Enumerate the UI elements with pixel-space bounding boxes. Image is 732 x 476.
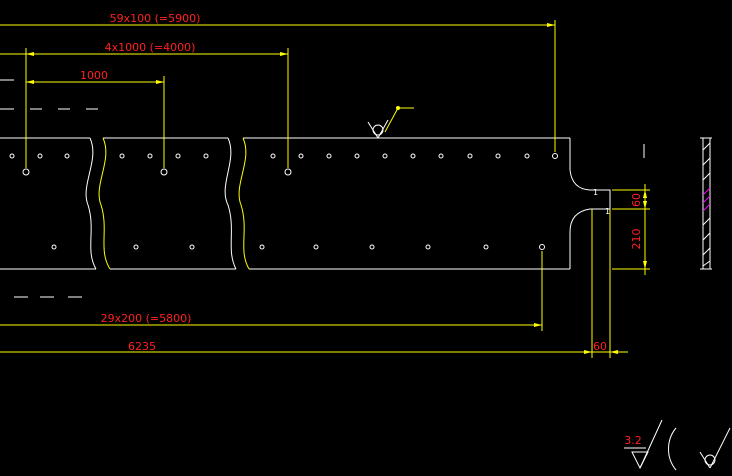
dim-bottom-spacing: 29x200 (=5800) bbox=[101, 312, 192, 325]
centerline-dashes bbox=[0, 79, 98, 298]
dim-notch-depth: 210 bbox=[630, 229, 643, 250]
dim-short-spacing: 1000 bbox=[80, 69, 108, 82]
section-label-2: 1 bbox=[605, 207, 610, 216]
section-view bbox=[700, 137, 712, 270]
dimension-arrows bbox=[26, 23, 647, 354]
dim-overall-length: 6235 bbox=[128, 340, 156, 353]
weld-symbol bbox=[367, 119, 389, 139]
section-hatch-accent bbox=[702, 187, 711, 212]
plate-outline bbox=[0, 137, 611, 270]
section-label-1: 1 bbox=[593, 188, 598, 197]
break-lines bbox=[98, 137, 250, 270]
dim-mid-spacing: 4x1000 (=4000) bbox=[105, 41, 196, 54]
dim-notch-height: 60 bbox=[630, 193, 643, 207]
upper-hole-row bbox=[9, 153, 558, 159]
large-hole-row bbox=[22, 168, 292, 176]
surface-finish-symbol bbox=[624, 419, 731, 471]
dimension-lines bbox=[0, 20, 650, 358]
dim-top-spacing: 59x100 (=5900) bbox=[110, 12, 201, 25]
roughness-value: 3.2 bbox=[624, 434, 642, 447]
dim-end-offset: 60 bbox=[593, 340, 607, 353]
dimension-labels: 59x100 (=5900) 4x1000 (=4000) 1000 29x20… bbox=[80, 12, 643, 447]
section-labels: 1 1 bbox=[593, 188, 610, 216]
lower-hole-row bbox=[51, 244, 545, 250]
